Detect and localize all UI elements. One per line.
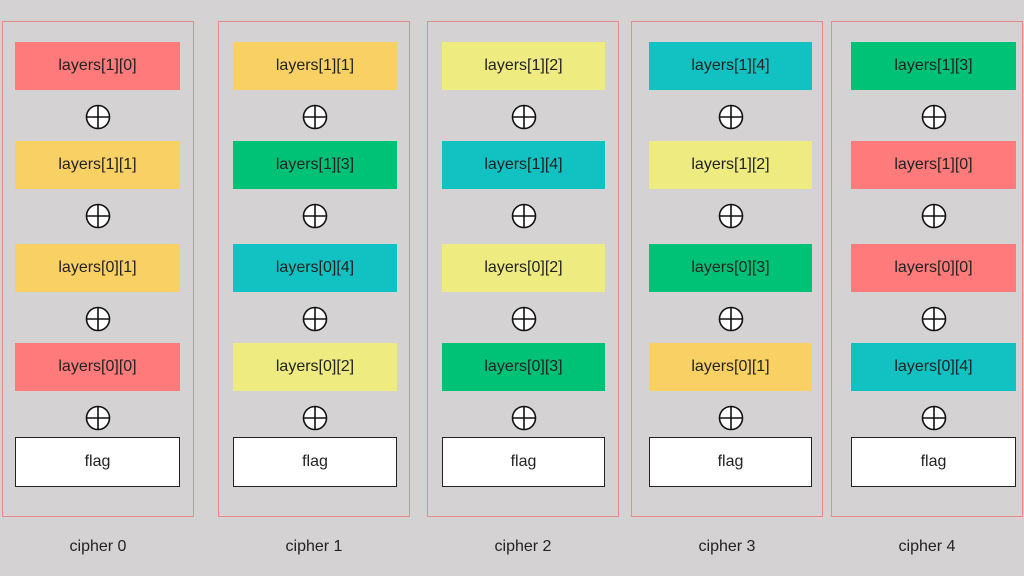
xor-circle-plus-icon bbox=[921, 104, 947, 130]
flag-box: flag bbox=[649, 437, 812, 487]
layer-box: layers[1][4] bbox=[649, 42, 812, 90]
layer-box: layers[1][3] bbox=[851, 42, 1016, 90]
xor-circle-plus-icon bbox=[511, 104, 537, 130]
xor-circle-plus-icon bbox=[85, 405, 111, 431]
layer-box: layers[1][2] bbox=[649, 141, 812, 189]
layer-box: layers[1][1] bbox=[15, 141, 180, 189]
xor-circle-plus-icon bbox=[718, 104, 744, 130]
xor-circle-plus-icon bbox=[511, 203, 537, 229]
cipher-caption: cipher 3 bbox=[698, 538, 756, 555]
cipher-column bbox=[218, 21, 410, 517]
flag-box: flag bbox=[15, 437, 180, 487]
cipher-column bbox=[2, 21, 194, 517]
cipher-caption: cipher 4 bbox=[898, 538, 956, 555]
layer-box: layers[1][2] bbox=[442, 42, 605, 90]
cipher-column bbox=[831, 21, 1023, 517]
layer-box: layers[1][0] bbox=[851, 141, 1016, 189]
xor-circle-plus-icon bbox=[302, 306, 328, 332]
layer-box: layers[0][0] bbox=[15, 343, 180, 391]
layer-box: layers[1][0] bbox=[15, 42, 180, 90]
xor-circle-plus-icon bbox=[718, 203, 744, 229]
layer-box: layers[0][1] bbox=[15, 244, 180, 292]
layer-box: layers[1][3] bbox=[233, 141, 397, 189]
xor-circle-plus-icon bbox=[302, 405, 328, 431]
layer-box: layers[0][4] bbox=[851, 343, 1016, 391]
layer-box: layers[0][3] bbox=[442, 343, 605, 391]
xor-circle-plus-icon bbox=[302, 203, 328, 229]
flag-box: flag bbox=[851, 437, 1016, 487]
layer-box: layers[0][2] bbox=[442, 244, 605, 292]
layer-box: layers[0][2] bbox=[233, 343, 397, 391]
layer-box: layers[0][0] bbox=[851, 244, 1016, 292]
xor-circle-plus-icon bbox=[511, 405, 537, 431]
layer-box: layers[0][3] bbox=[649, 244, 812, 292]
layer-box: layers[1][4] bbox=[442, 141, 605, 189]
xor-circle-plus-icon bbox=[302, 104, 328, 130]
xor-circle-plus-icon bbox=[921, 405, 947, 431]
xor-circle-plus-icon bbox=[921, 306, 947, 332]
layer-box: layers[0][1] bbox=[649, 343, 812, 391]
xor-circle-plus-icon bbox=[511, 306, 537, 332]
cipher-caption: cipher 1 bbox=[285, 538, 343, 555]
layer-box: layers[1][1] bbox=[233, 42, 397, 90]
flag-box: flag bbox=[233, 437, 397, 487]
xor-circle-plus-icon bbox=[85, 203, 111, 229]
cipher-column bbox=[631, 21, 823, 517]
xor-circle-plus-icon bbox=[718, 306, 744, 332]
cipher-column bbox=[427, 21, 619, 517]
cipher-caption: cipher 2 bbox=[494, 538, 552, 555]
layer-box: layers[0][4] bbox=[233, 244, 397, 292]
xor-circle-plus-icon bbox=[85, 306, 111, 332]
cipher-caption: cipher 0 bbox=[69, 538, 127, 555]
xor-circle-plus-icon bbox=[85, 104, 111, 130]
xor-circle-plus-icon bbox=[718, 405, 744, 431]
xor-circle-plus-icon bbox=[921, 203, 947, 229]
flag-box: flag bbox=[442, 437, 605, 487]
